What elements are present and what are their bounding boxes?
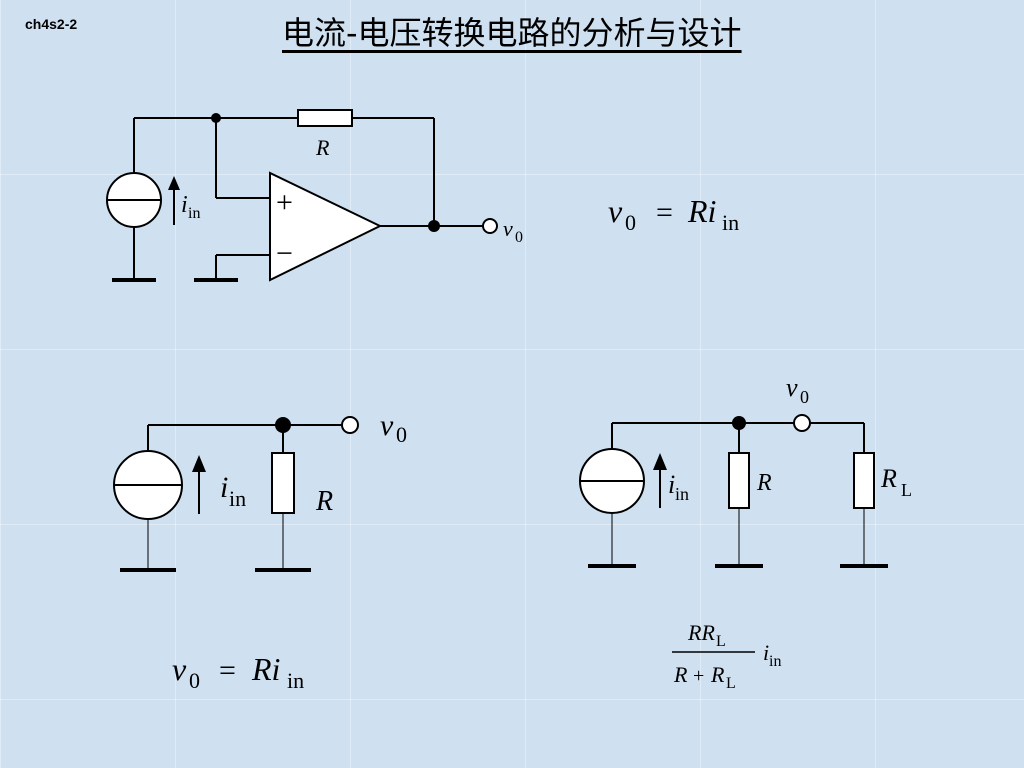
eq1-rhs-sub: in [722, 210, 739, 235]
eq3-den-rl: R [710, 662, 725, 687]
label-input-current: i [181, 192, 188, 218]
label-output-sub: 0 [396, 422, 407, 447]
resistor-r [728, 452, 750, 509]
resistor-feedback [297, 109, 353, 127]
junction-dot [428, 220, 440, 232]
label-input-current-sub: in [229, 486, 246, 511]
circuit3-loaded-converter [579, 414, 888, 653]
label-input-current: i [668, 470, 675, 499]
label-resistor: R [756, 470, 772, 496]
slide-title: 电流-电压转换电路的分析与设计 [282, 14, 742, 52]
label-output-sub: 0 [515, 229, 523, 246]
label-load-sub: L [901, 480, 912, 500]
resistor-r [271, 452, 295, 514]
eq1-lhs: v [608, 193, 623, 229]
eq2-lhs-sub: 0 [189, 668, 200, 693]
label-output: v [380, 409, 394, 442]
output-terminal [793, 414, 811, 432]
circuit2-resistor-converter [113, 416, 359, 572]
eq3-den-rl-sub: L [726, 675, 736, 692]
label-resistor: R [315, 135, 330, 160]
eq2-rhs: Ri [251, 651, 280, 687]
circuit1-opamp-converter [106, 109, 498, 282]
label-resistor: R [315, 486, 333, 517]
opamp-triangle [269, 171, 383, 282]
eq1-rhs: Ri [687, 193, 716, 229]
output-terminal [482, 218, 498, 234]
label-output: v [786, 373, 798, 402]
eq1-lhs-sub: 0 [625, 210, 636, 235]
label-plus: + [276, 186, 293, 219]
label-input-current-sub: in [675, 484, 689, 504]
resistor-rl [853, 452, 875, 509]
eq1-op: = [656, 196, 673, 229]
label-input-current: i [220, 471, 228, 504]
label-input-current-sub: in [188, 205, 200, 222]
eq3-mult-sub: in [769, 653, 781, 670]
label-output: v [503, 216, 513, 241]
output-terminal [341, 416, 359, 434]
label-output-sub: 0 [800, 387, 809, 407]
eq3-den-r: R [673, 662, 688, 687]
slide-id: ch4s2-2 [25, 16, 78, 32]
eq3-numerator: RR [687, 620, 715, 645]
eq2-rhs-sub: in [287, 668, 304, 693]
label-minus: − [276, 237, 293, 270]
eq3-numerator-sub: L [716, 633, 726, 650]
label-load: R [880, 464, 897, 493]
eq2-lhs: v [172, 651, 187, 687]
eq3-den-op: + [693, 665, 704, 687]
eq2-op: = [219, 654, 236, 687]
eq3-mult: i [763, 640, 769, 665]
